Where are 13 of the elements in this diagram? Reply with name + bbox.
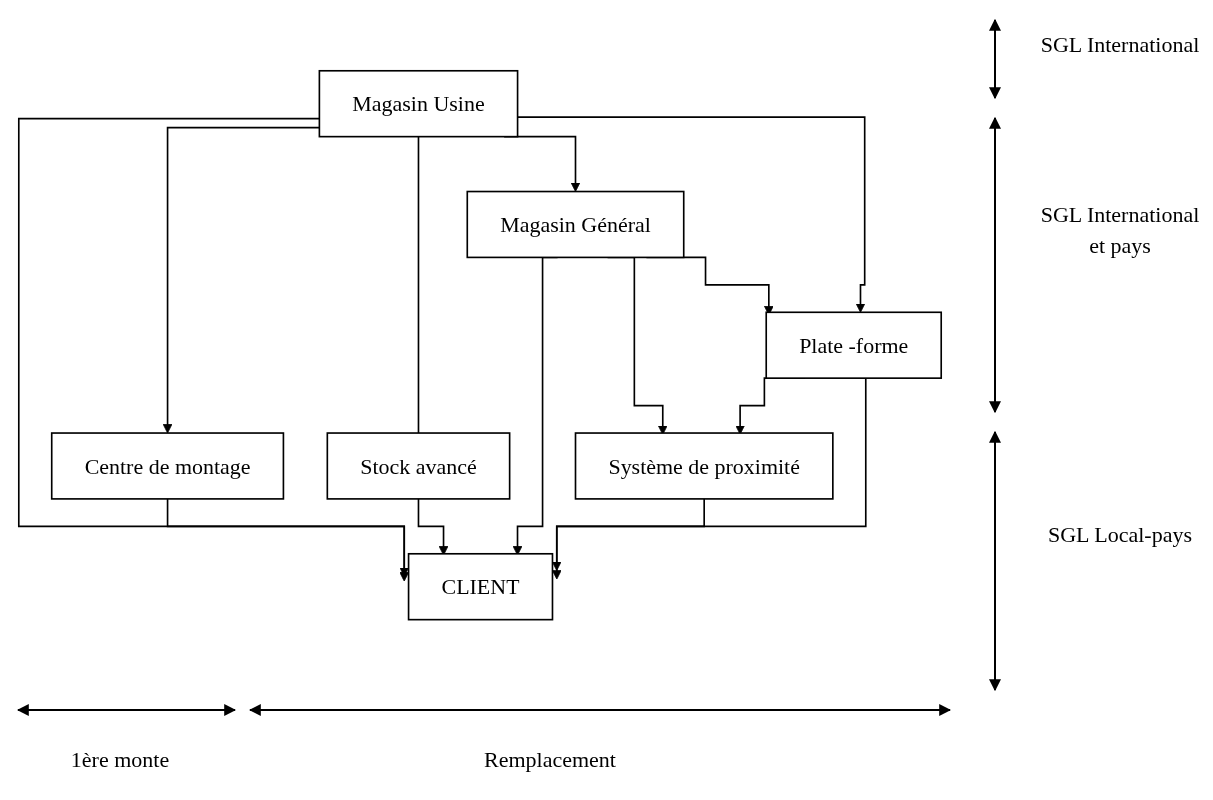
node-box: Plate -forme xyxy=(765,311,943,379)
node-box: Système de proximité xyxy=(574,432,834,500)
range-label: 1ère monte xyxy=(69,746,171,774)
node-box: Magasin Général xyxy=(466,190,685,258)
node-box: Stock avancé xyxy=(326,432,511,500)
range-label: Remplacement xyxy=(483,746,617,774)
node-box: Magasin Usine xyxy=(318,69,519,138)
range-label: SGL International et pays xyxy=(1040,201,1200,260)
node-box: Centre de montage xyxy=(50,432,285,500)
connector xyxy=(417,135,420,434)
node-box: CLIENT xyxy=(407,552,554,621)
range-label: SGL Local-pays xyxy=(1047,521,1193,549)
range-label: SGL International xyxy=(1040,31,1200,59)
